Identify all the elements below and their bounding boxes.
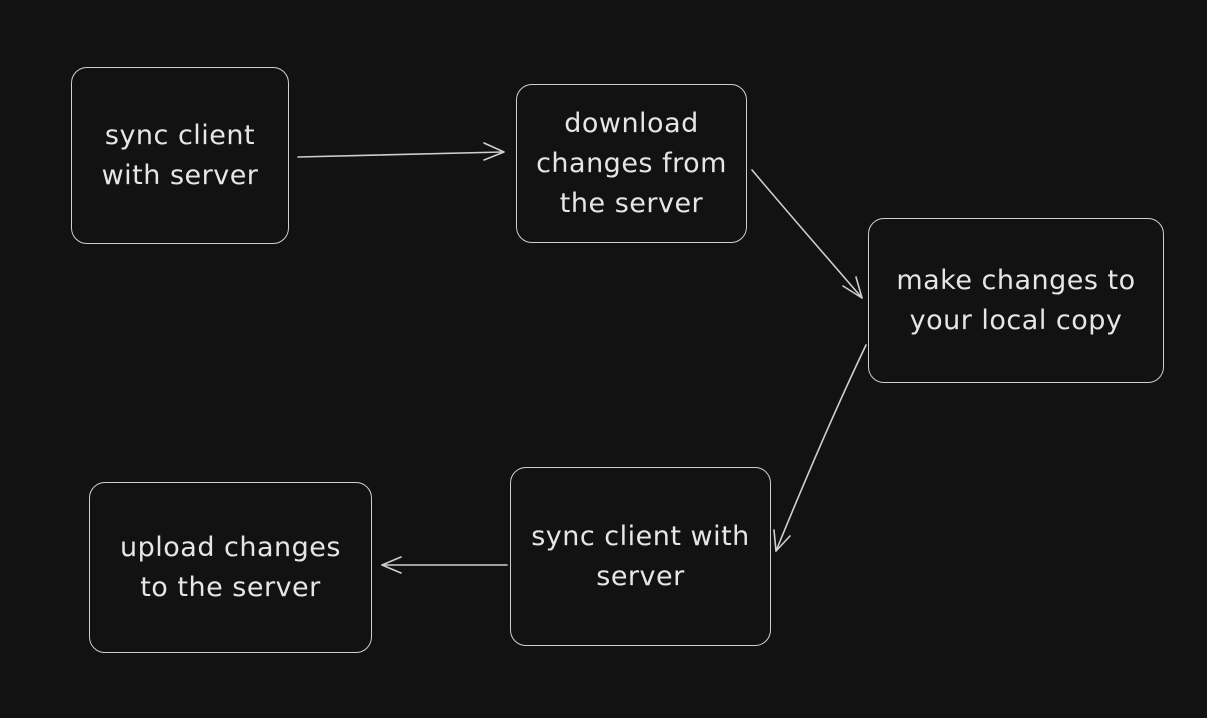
node-upload-changes: upload changes to the server (89, 482, 372, 653)
node-label: download changes from the server (536, 107, 727, 219)
node-download-changes: download changes from the server (516, 84, 747, 243)
arrow-sync-to-upload (381, 556, 508, 574)
node-make-changes-local-copy: make changes to your local copy (868, 218, 1164, 383)
node-label: sync client with server (101, 119, 259, 191)
node-sync-client-with-server: sync client with server (71, 67, 289, 244)
arrow-make-changes-to-sync (773, 344, 867, 552)
node-label: make changes to your local copy (896, 264, 1136, 336)
arrow-download-to-make-changes (751, 169, 863, 299)
node-label: upload changes to the server (120, 531, 341, 603)
arrow-sync-to-download (297, 142, 505, 161)
node-label: sync client with server (531, 520, 750, 592)
node-sync-client-with-server-2: sync client with server (510, 467, 771, 646)
